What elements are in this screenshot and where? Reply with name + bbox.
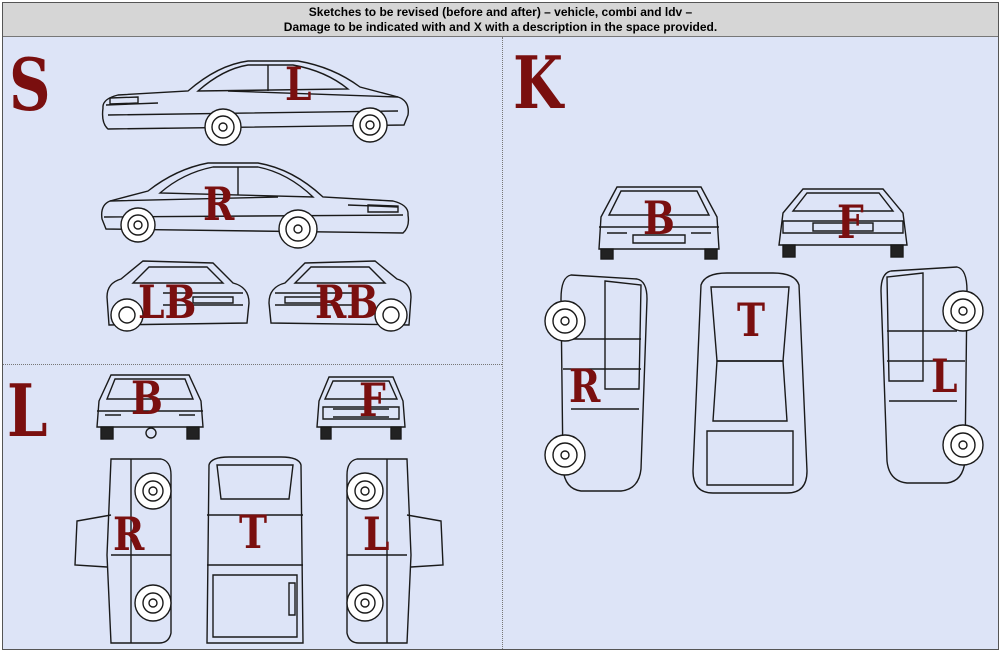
ldv-front-label: F (359, 373, 386, 427)
sedan-left-back-sketch[interactable] (103, 257, 253, 337)
header-line-2: Damage to be indicated with and X with a… (283, 20, 718, 34)
combi-right-label: R (569, 359, 601, 413)
combi-left-side-sketch[interactable] (877, 261, 987, 487)
sedan-right-side-sketch[interactable] (98, 155, 413, 253)
ldv-back-sketch[interactable] (91, 371, 209, 443)
combi-section-letter: K (513, 40, 564, 125)
ldv-top-sketch[interactable] (199, 455, 311, 647)
combi-front-label: F (837, 195, 864, 249)
sedan-right-back-sketch[interactable] (265, 257, 415, 337)
combi-top-sketch[interactable] (687, 271, 813, 497)
sedan-left-label: L (285, 57, 312, 111)
combi-top-label: T (737, 293, 766, 347)
header-line-1: Sketches to be revised (before and after… (308, 5, 693, 19)
ldv-right-side-sketch[interactable] (71, 455, 189, 645)
sedan-section-letter: S (9, 42, 51, 127)
ldv-right-label: R (113, 507, 145, 561)
sedan-right-back-label: RB (315, 275, 379, 329)
vertical-divider (502, 37, 503, 649)
sedan-left-back-label: LB (138, 275, 197, 329)
ldv-left-label: L (363, 507, 390, 561)
combi-front-sketch[interactable] (773, 183, 913, 263)
ldv-back-label: B (131, 371, 163, 425)
ldv-left-side-sketch[interactable] (329, 455, 447, 645)
horizontal-divider (3, 364, 502, 365)
ldv-top-label: T (239, 505, 268, 559)
sedan-left-side-sketch[interactable] (98, 53, 413, 148)
sedan-right-label: R (203, 177, 235, 231)
combi-right-side-sketch[interactable] (541, 269, 651, 495)
combi-back-label: B (643, 191, 675, 245)
combi-left-label: L (931, 349, 958, 403)
form-header: Sketches to be revised (before and after… (3, 3, 998, 37)
ldv-front-sketch[interactable] (313, 373, 409, 443)
combi-back-sketch[interactable] (593, 183, 725, 263)
ldv-section-letter: L (7, 368, 48, 453)
